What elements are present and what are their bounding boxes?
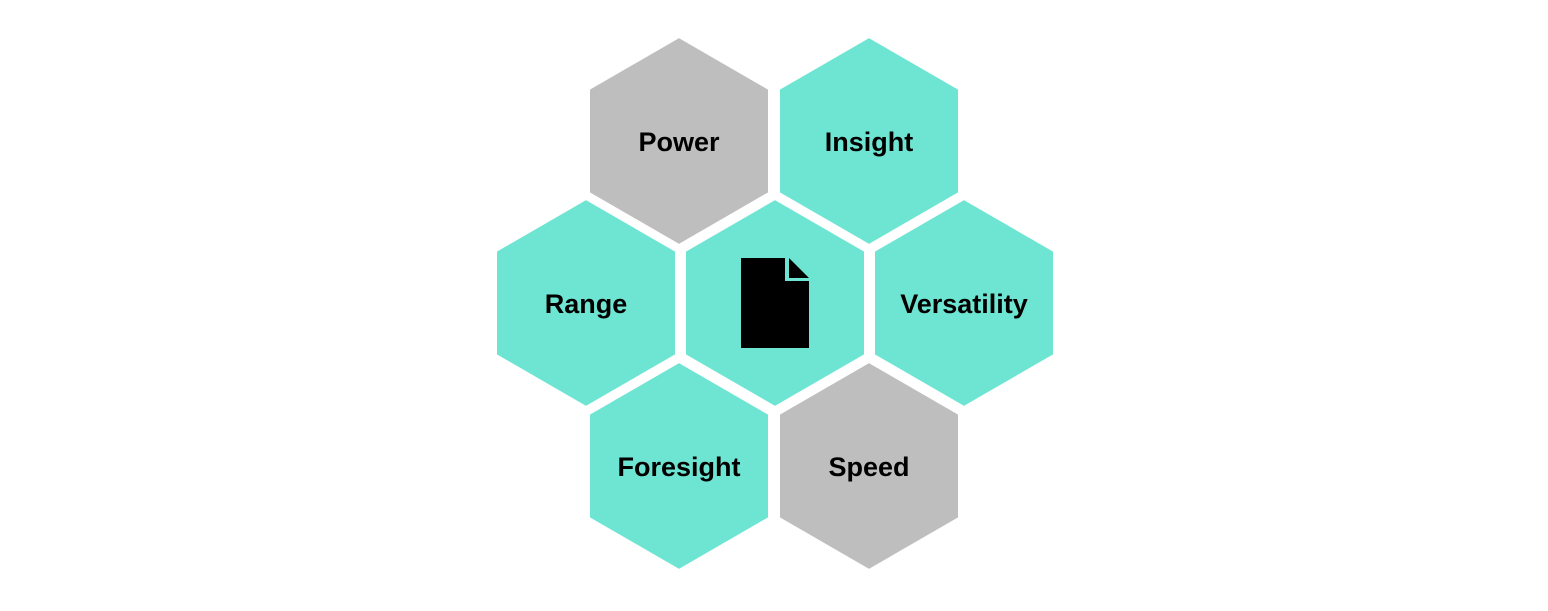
hex-power-label: Power	[638, 127, 720, 157]
hex-versatility-shape	[873, 197, 1055, 409]
hex-speed-label: Speed	[828, 452, 909, 482]
hex-versatility-label: Versatility	[900, 289, 1028, 319]
hex-insight: Insight	[778, 35, 960, 247]
hex-speed-shape	[778, 360, 960, 572]
hex-foresight: Foresight	[588, 360, 770, 572]
hex-speed: Speed	[778, 360, 960, 572]
hex-range: Range	[495, 197, 677, 409]
hex-insight-shape	[778, 35, 960, 247]
hex-versatility: Versatility	[873, 197, 1055, 409]
document-icon-body	[741, 258, 809, 348]
hex-range-shape	[495, 197, 677, 409]
hex-range-label: Range	[545, 289, 628, 319]
hex-center	[684, 197, 866, 409]
hex-insight-label: Insight	[825, 127, 914, 157]
document-icon-fold	[789, 258, 809, 278]
document-icon	[741, 258, 809, 348]
hex-power: Power	[588, 35, 770, 247]
hex-foresight-label: Foresight	[617, 452, 740, 482]
hex-power-shape	[588, 35, 770, 247]
hex-foresight-shape	[588, 360, 770, 572]
